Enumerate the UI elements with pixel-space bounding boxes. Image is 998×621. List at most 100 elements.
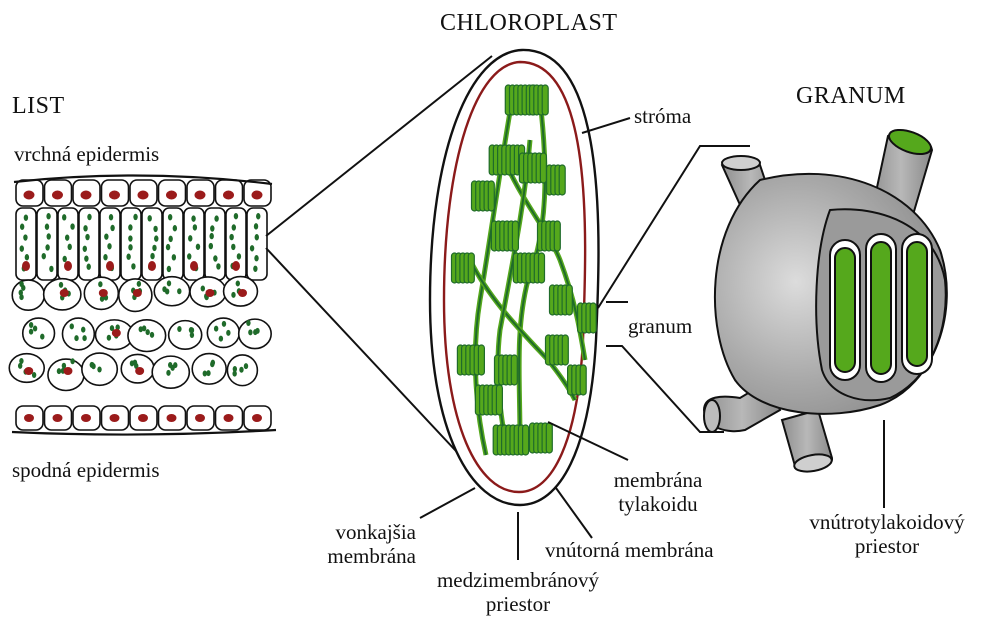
nucleus [238, 289, 247, 297]
thylakoid-disc [540, 153, 546, 183]
granum-stack [568, 365, 587, 395]
leaf-chloroplast [84, 255, 88, 261]
nucleus [52, 191, 63, 200]
palisade-cell [163, 208, 183, 280]
spongy-cell [23, 318, 55, 348]
leaf-chloroplast [87, 264, 91, 270]
granum-stack [472, 181, 495, 211]
nucleus [205, 289, 214, 297]
granum-stack [475, 385, 502, 415]
granum-stack [547, 165, 566, 195]
nucleus [63, 367, 72, 375]
granum-stack [578, 303, 597, 333]
nucleus [135, 367, 144, 375]
label-inner-membrane: vnútorná membrána [545, 538, 714, 562]
granum-3d [704, 125, 947, 474]
leaf-chloroplast [29, 322, 33, 328]
leaf-chloroplast [104, 233, 108, 239]
leaf-chloroplast [47, 233, 51, 239]
spongy-cell [128, 320, 166, 352]
leaf-chloroplast [248, 329, 252, 335]
granum-stack [530, 85, 549, 115]
spongy-cell [192, 354, 226, 385]
nucleus [223, 191, 234, 200]
leaf-chloroplast [68, 244, 72, 250]
nucleus [166, 191, 177, 200]
nucleus [24, 367, 33, 375]
leaf-chloroplast [254, 223, 258, 229]
nucleus [224, 414, 234, 422]
leaf-chloroplast [177, 288, 181, 294]
label-thylakoid-space-line2: priestor [798, 534, 976, 558]
leaf-chloroplast [216, 263, 220, 269]
leaf-chloroplast [232, 371, 236, 377]
leaf-chloroplast [237, 253, 241, 259]
leaf-chloroplast [234, 213, 238, 219]
leaf-chloroplast [246, 320, 250, 326]
label-intermembrane-space: medzimembránový priestor [418, 568, 618, 616]
nucleus [195, 414, 205, 422]
nucleus [138, 414, 148, 422]
nucleus [252, 414, 262, 422]
nucleus [110, 414, 120, 422]
label-thylakoid-membrane-line1: membrána [610, 468, 706, 492]
granum-stack [550, 285, 573, 315]
granum-stack [495, 355, 518, 385]
leaf-chloroplast [166, 370, 170, 376]
leaf-chloroplast [196, 244, 200, 250]
palisade-cell [37, 208, 57, 280]
leaf-chloroplast [162, 286, 166, 292]
thylakoid-disc [542, 85, 548, 115]
upper-epidermis-cells [16, 180, 271, 206]
granum-stack [519, 153, 546, 183]
leaf-chloroplast [70, 223, 74, 229]
nucleus [195, 191, 206, 200]
leaf-chloroplast [172, 254, 176, 260]
label-outer-membrane-line1: vonkajšia [300, 520, 416, 544]
granum-stack [538, 221, 561, 251]
leaf-chloroplast [255, 234, 259, 240]
label-outer-membrane: vonkajšia membrána [300, 520, 416, 568]
spongy-cell [12, 280, 44, 310]
leaf-chloroplast [133, 214, 137, 220]
spongy-cell [169, 321, 202, 350]
thylakoid-disc [478, 345, 484, 375]
leaf-chloroplast [150, 253, 154, 259]
leaf-chloroplast [45, 244, 49, 250]
thylakoid-lumens [830, 234, 932, 382]
chloroplast [430, 50, 599, 505]
leaf-chloroplast [232, 224, 236, 230]
nucleus [24, 414, 34, 422]
spongy-cell [152, 356, 189, 388]
leaf-chloroplast [229, 234, 233, 240]
label-outer-membrane-line2: membrána [300, 544, 416, 568]
leaf-chloroplast [231, 244, 235, 250]
leaf-chloroplast [187, 253, 191, 259]
label-granum: granum [628, 314, 692, 338]
leaf-chloroplast [145, 329, 149, 335]
leaf-chloroplast [126, 254, 130, 260]
spongy-cell [154, 277, 189, 306]
label-thylakoid-space-line1: vnútrotylakoidový [798, 510, 976, 534]
leaf-chloroplast [167, 266, 171, 272]
nucleus [190, 261, 198, 271]
spongy-cells [9, 277, 271, 391]
label-intermembrane-space-line1: medzimembránový [418, 568, 618, 592]
leaf-chloroplast [19, 290, 23, 296]
nucleus [81, 414, 91, 422]
label-intermembrane-space-line2: priestor [418, 592, 618, 616]
leaf-chloroplast [110, 225, 114, 231]
leaf-chloroplast [74, 335, 78, 341]
leaf-chloroplast [210, 225, 214, 231]
nucleus [112, 329, 121, 337]
thylakoid-disc [512, 221, 518, 251]
lower-epidermis-cells [16, 406, 271, 430]
leaf-chloroplast [191, 215, 195, 221]
leaf-chloroplast [45, 224, 49, 230]
thylakoid-disc [539, 253, 545, 283]
thylakoid-disc [523, 425, 529, 455]
leaf-chloroplast [254, 255, 258, 261]
leaf-chloroplast [166, 244, 170, 250]
leaf-chloroplast [33, 326, 37, 332]
thylakoid-disc [468, 253, 474, 283]
